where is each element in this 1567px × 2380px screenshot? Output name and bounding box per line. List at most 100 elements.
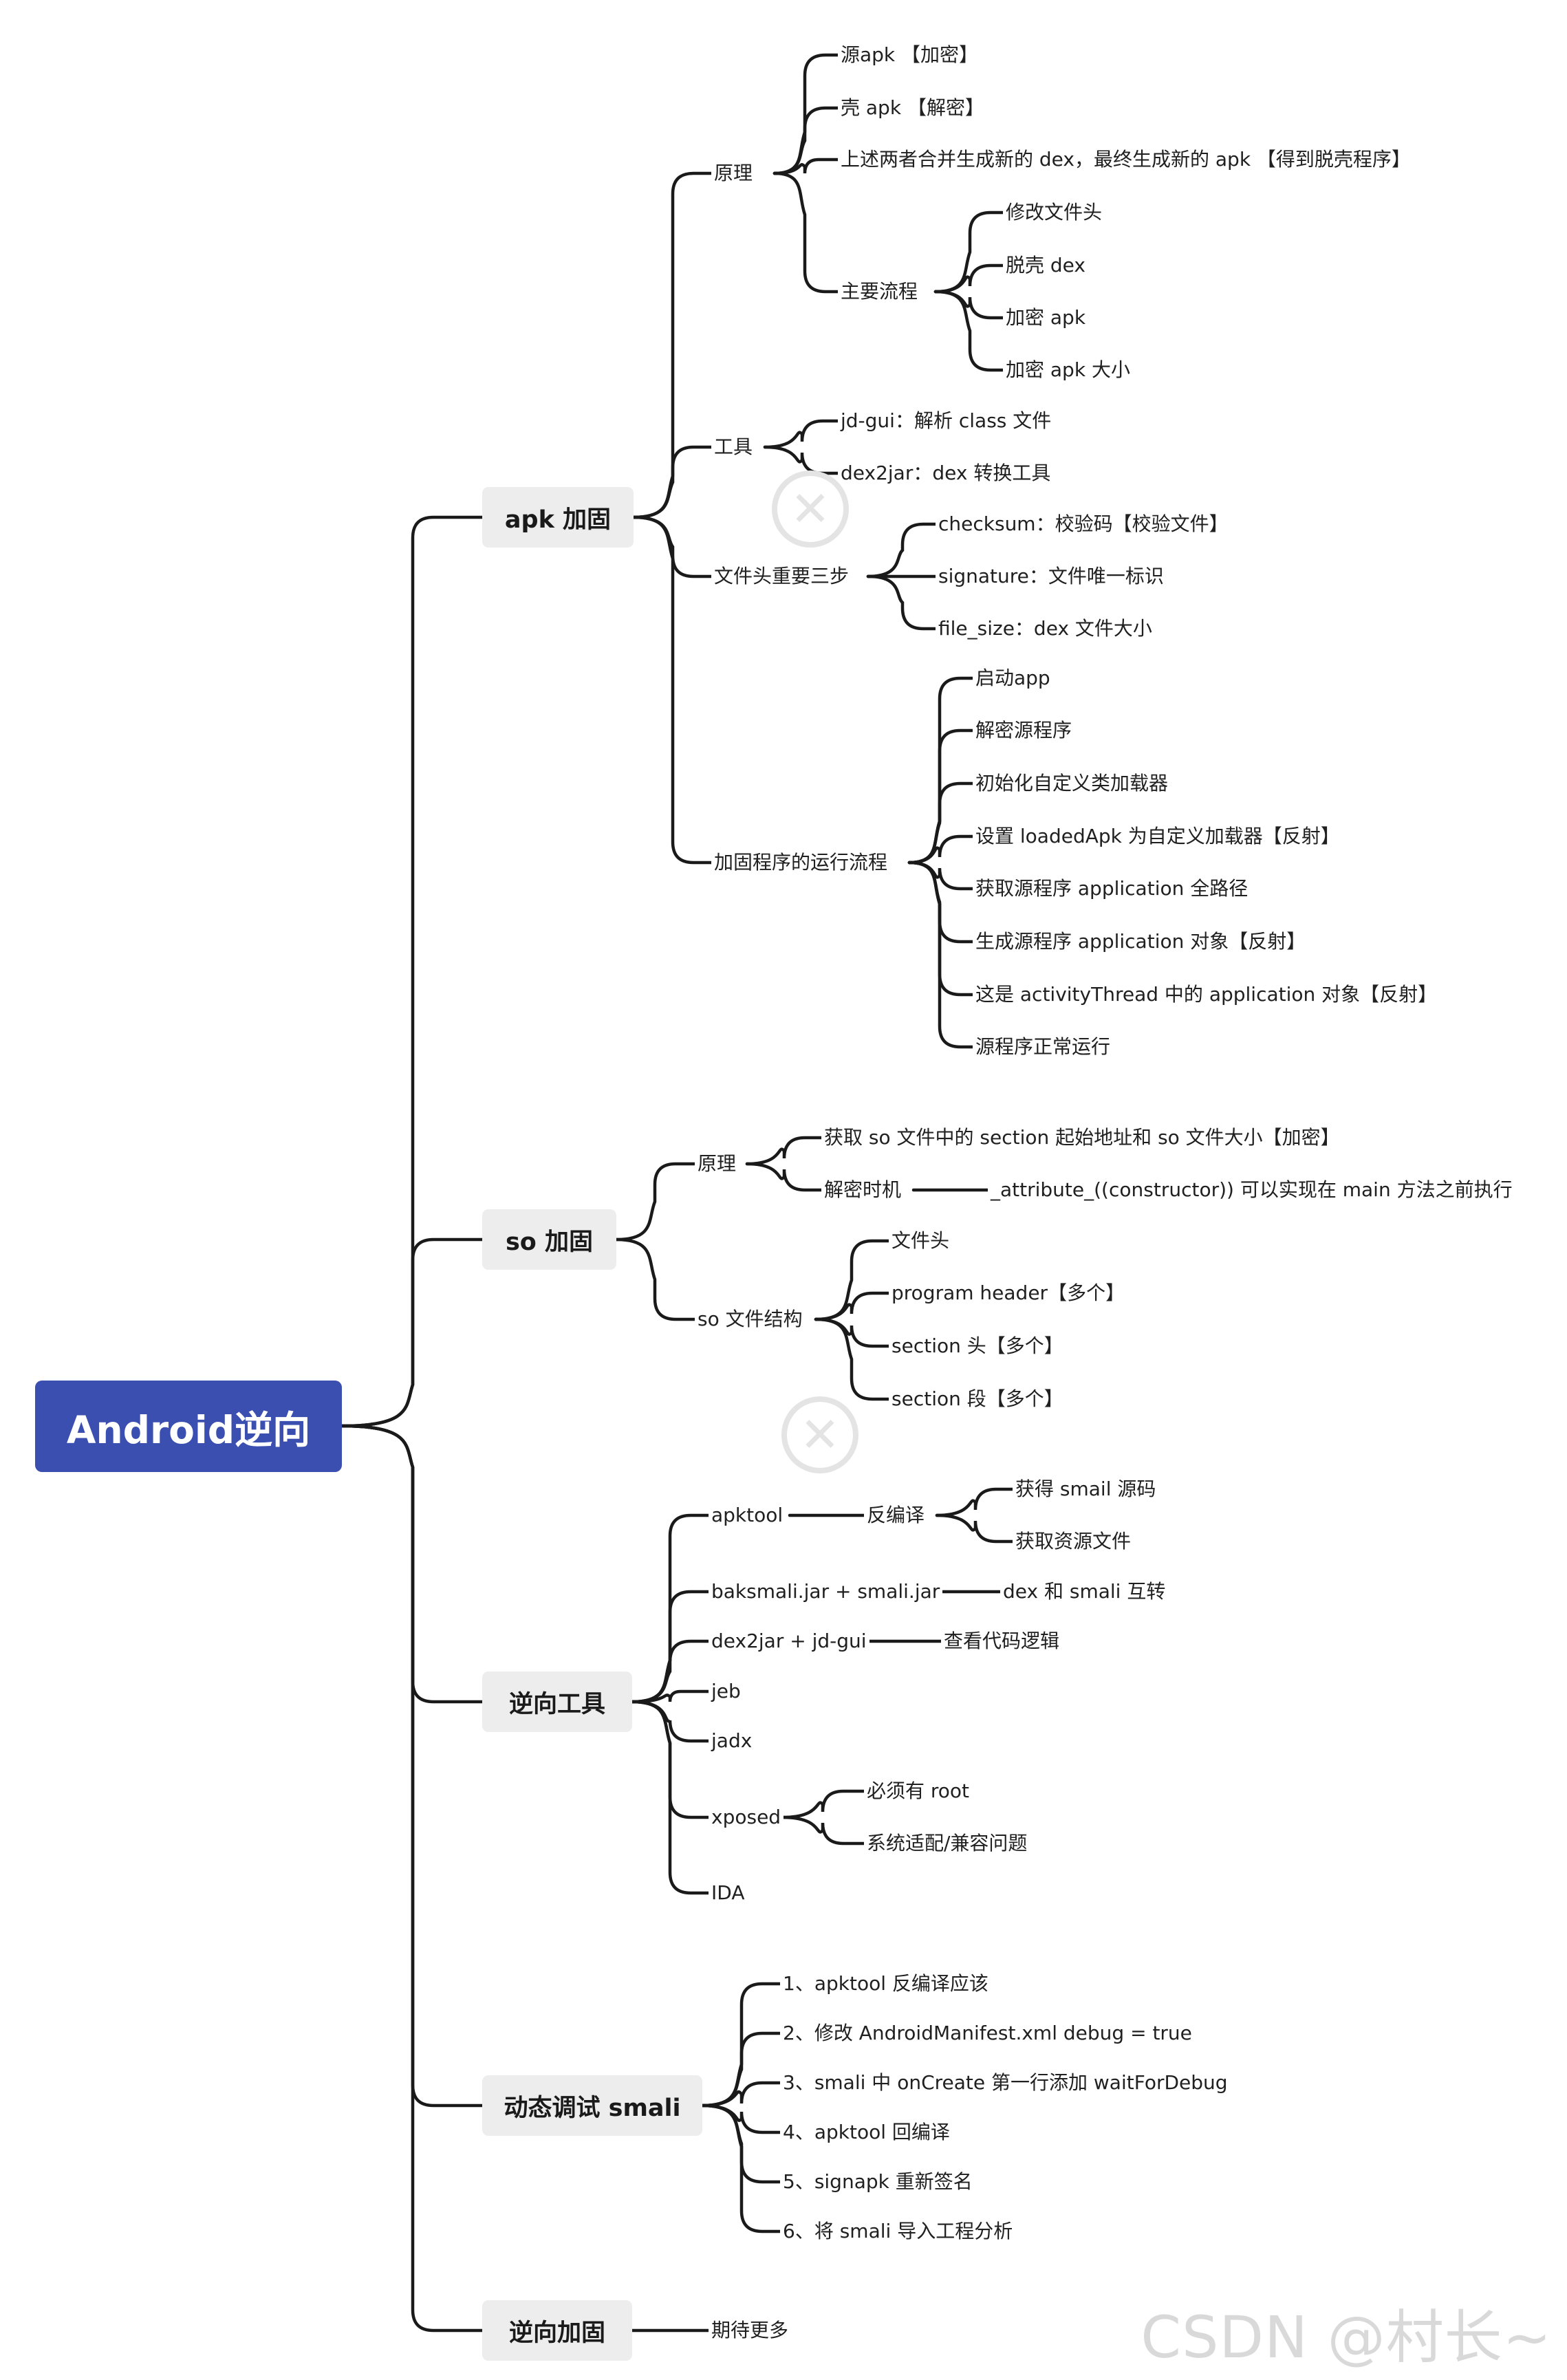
decompile-item[interactable]: 获得 smail 源码	[1013, 1477, 1159, 1502]
connector-line	[700, 1982, 782, 2108]
connector-line	[933, 290, 1005, 372]
connector-line	[700, 2081, 782, 2108]
connector-line	[772, 158, 840, 175]
debug-step[interactable]: 5、signapk 重新签名	[780, 2170, 975, 2194]
so-structure-item[interactable]: program header【多个】	[889, 1281, 1128, 1306]
connector-line	[772, 171, 840, 294]
tool-xposed[interactable]: xposed	[709, 1805, 784, 1830]
debug-step[interactable]: 1、apktool 反编译应该	[780, 1971, 991, 1996]
connector-line	[614, 1162, 697, 1242]
connector-line	[814, 1317, 891, 1348]
connector-line	[614, 1237, 697, 1321]
connector-line	[935, 1513, 1015, 1544]
apk-header-steps[interactable]: 文件头重要三步	[711, 564, 852, 589]
so-decrypt-timing[interactable]: 解密时机	[821, 1178, 905, 1202]
so-decrypt-timing-detail[interactable]: _attribute_((constructor)) 可以实现在 main 方法…	[988, 1178, 1515, 1202]
branch-reverse-tools[interactable]: 逆向工具	[482, 1672, 632, 1732]
connector-line	[907, 861, 975, 891]
csdn-watermark: CSDN @村长~	[1141, 2304, 1552, 2371]
apk-main-flow[interactable]: 主要流程	[838, 279, 921, 304]
dex2jar-detail[interactable]: 查看代码逻辑	[941, 1629, 1063, 1654]
so-file-structure[interactable]: so 文件结构	[695, 1307, 806, 1332]
apk-run-flow[interactable]: 加固程序的运行流程	[711, 850, 891, 875]
xposed-item[interactable]: 系统适配/兼容问题	[864, 1831, 1030, 1856]
tool-dex2jar[interactable]: dex2jar + jd-gui	[709, 1629, 869, 1654]
branch-reverse-harden[interactable]: 逆向加固	[482, 2300, 632, 2361]
connector-line	[772, 106, 840, 175]
connector-line	[763, 419, 840, 449]
baksmali-detail[interactable]: dex 和 smali 互转	[1000, 1579, 1169, 1604]
apk-principle[interactable]: 原理	[711, 161, 756, 186]
connector-line	[630, 1639, 711, 1704]
tool-apktool[interactable]: apktool	[709, 1503, 786, 1528]
connector-line	[814, 1291, 891, 1321]
branch-apk-hardening[interactable]: apk 加固	[482, 487, 634, 548]
connector-line	[772, 53, 840, 175]
connector-line	[700, 2103, 782, 2134]
apk-principle-item[interactable]: 源apk 【加密】	[838, 43, 982, 67]
connector-line	[907, 861, 975, 1049]
debug-step[interactable]: 3、smali 中 onCreate 第一行添加 waitForDebug	[780, 2070, 1231, 2095]
connector-line	[781, 1789, 866, 1819]
header-step-item[interactable]: checksum：校验码【校验文件】	[936, 512, 1231, 537]
connector-line	[340, 1237, 484, 1428]
connector-line	[745, 1162, 823, 1192]
connector-line	[907, 834, 975, 865]
connector-line	[866, 574, 938, 631]
branch-dynamic-debug[interactable]: 动态调试 smali	[482, 2075, 702, 2136]
header-step-item[interactable]: signature：文件唯一标识	[936, 564, 1167, 589]
so-principle[interactable]: 原理	[695, 1151, 739, 1176]
apk-tools-item[interactable]: dex2jar：dex 转换工具	[838, 461, 1054, 486]
connector-line	[763, 445, 840, 475]
debug-step[interactable]: 6、将 smali 导入工程分析	[780, 2219, 1016, 2244]
main-flow-item[interactable]: 加密 apk	[1003, 305, 1089, 330]
branch-so-hardening[interactable]: so 加固	[482, 1209, 616, 1270]
main-flow-item[interactable]: 修改文件头	[1003, 200, 1105, 225]
header-step-item[interactable]: file_size：dex 文件大小	[936, 616, 1155, 641]
run-flow-item[interactable]: 初始化自定义类加载器	[973, 771, 1171, 796]
debug-step[interactable]: 4、apktool 回编译	[780, 2120, 953, 2145]
connector-line	[631, 515, 713, 865]
run-flow-item[interactable]: 生成源程序 application 对象【反射】	[973, 929, 1309, 954]
connector-line	[340, 1424, 484, 2333]
connector-line	[781, 1815, 866, 1846]
run-flow-item[interactable]: 这是 activityThread 中的 application 对象【反射】	[973, 982, 1440, 1007]
so-structure-item[interactable]: section 头【多个】	[889, 1334, 1066, 1359]
so-structure-item[interactable]: 文件头	[889, 1229, 953, 1253]
tool-jeb[interactable]: jeb	[709, 1679, 744, 1704]
apk-tools[interactable]: 工具	[711, 435, 756, 459]
connector-line	[933, 263, 1005, 294]
run-flow-item[interactable]: 启动app	[973, 666, 1053, 691]
so-principle-item[interactable]: 获取 so 文件中的 section 起始地址和 so 文件大小【加密】	[821, 1125, 1343, 1150]
so-structure-item[interactable]: section 段【多个】	[889, 1387, 1066, 1411]
tool-ida[interactable]: IDA	[709, 1881, 748, 1905]
connector-line	[935, 1487, 1015, 1517]
run-flow-item[interactable]: 获取源程序 application 全路径	[973, 876, 1251, 901]
xmind-logo-icon: ✕	[781, 1396, 858, 1473]
apk-principle-item[interactable]: 壳 apk 【解密】	[838, 96, 987, 120]
connector-line	[631, 445, 713, 519]
connector-line	[745, 1136, 823, 1166]
tool-baksmali[interactable]: baksmali.jar + smali.jar	[709, 1579, 943, 1604]
run-flow-item[interactable]: 设置 loadedApk 为自定义加载器【反射】	[973, 824, 1343, 849]
harden-item[interactable]: 期待更多	[709, 2318, 792, 2343]
main-flow-item[interactable]: 加密 apk 大小	[1003, 358, 1133, 382]
connector-line	[814, 1317, 891, 1401]
connector-line	[700, 2103, 782, 2233]
run-flow-item[interactable]: 解密源程序	[973, 718, 1075, 743]
apk-principle-item[interactable]: 上述两者合并生成新的 dex，最终生成新的 apk 【得到脱壳程序】	[838, 147, 1414, 172]
connector-line	[630, 1590, 711, 1704]
run-flow-item[interactable]: 源程序正常运行	[973, 1035, 1114, 1059]
apk-tools-item[interactable]: jd-gui：解析 class 文件	[838, 409, 1055, 433]
connector-line	[630, 1700, 711, 1743]
xposed-item[interactable]: 必须有 root	[864, 1779, 973, 1804]
tool-jadx[interactable]: jadx	[709, 1729, 755, 1753]
decompile-item[interactable]: 获取资源文件	[1013, 1529, 1134, 1554]
apktool-decompile[interactable]: 反编译	[864, 1503, 928, 1528]
connector-line	[933, 290, 1005, 320]
connector-line	[630, 1700, 711, 1895]
main-flow-item[interactable]: 脱壳 dex	[1003, 253, 1088, 278]
root-topic[interactable]: Android逆向	[35, 1381, 342, 1472]
connector-line	[866, 522, 938, 578]
debug-step[interactable]: 2、修改 AndroidManifest.xml debug = true	[780, 2021, 1195, 2046]
